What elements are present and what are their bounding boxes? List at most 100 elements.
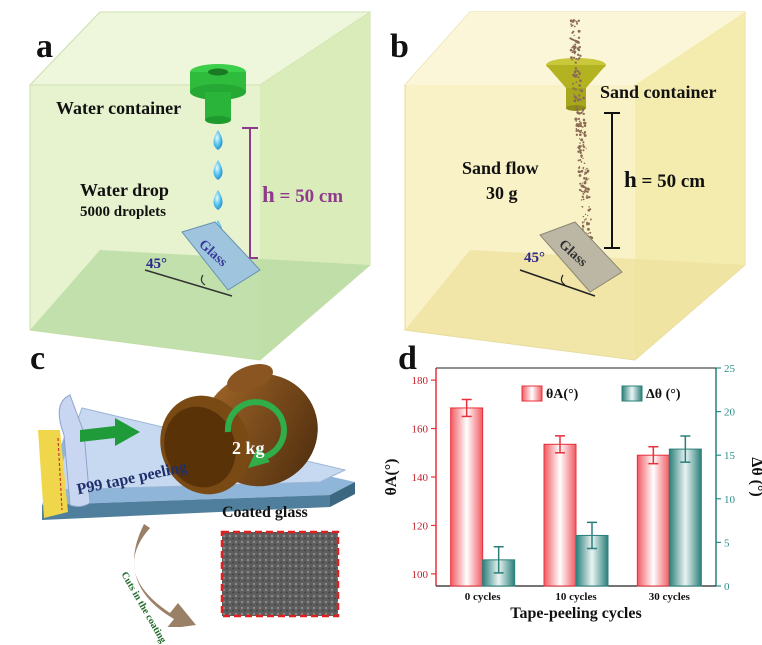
bar-thetaA (636, 454, 670, 587)
sand-grain (586, 167, 588, 170)
sand-grain (584, 189, 587, 192)
sand-grain (586, 227, 590, 231)
angle-label-b: 45° (524, 250, 545, 266)
sand-grain (576, 53, 580, 57)
sand-grain (587, 171, 589, 174)
sand-grain (572, 87, 575, 90)
sand-grain (578, 94, 581, 97)
droplet-count-label: 5000 droplets (80, 204, 166, 220)
water-container-label: Water container (56, 98, 182, 118)
sand-grain (574, 88, 577, 91)
sand-grain (580, 199, 583, 201)
sand-grain (574, 117, 578, 121)
sand-grain (583, 191, 586, 194)
sand-grain (577, 48, 581, 52)
sand-grain (580, 156, 583, 158)
sand-grain (582, 143, 585, 146)
sand-grain (581, 109, 584, 112)
sand-grain (579, 79, 582, 83)
legend-label: Δθ (°) (646, 387, 681, 402)
sand-grain (572, 50, 576, 53)
sand-grain (575, 106, 578, 109)
sand-grain (583, 132, 586, 135)
sand-grain (588, 178, 590, 180)
sand-grain (582, 198, 585, 201)
right-axis-title: Δθ (°) (748, 457, 762, 496)
sand-grain (587, 187, 590, 191)
sand-grain (582, 96, 585, 100)
sand-grain (587, 232, 589, 235)
sand-grain (580, 145, 583, 147)
sand-grain (576, 22, 578, 25)
sand-grain (576, 69, 579, 73)
sand-grain (579, 159, 582, 161)
sand-grain (586, 190, 589, 194)
sand-grain (581, 221, 584, 224)
sand-grain (574, 74, 578, 78)
sand-grain (573, 71, 576, 74)
height-marker-b (604, 112, 620, 249)
left-tick-label: 160 (412, 424, 429, 436)
sand-grain (569, 48, 573, 52)
sand-grain (572, 75, 576, 78)
sand-grain (575, 57, 578, 60)
legend-swatch (621, 385, 643, 402)
water-drop-label: Water drop (80, 180, 169, 200)
sand-grain (582, 126, 584, 128)
sand-grain (582, 118, 586, 122)
left-tick-label: 140 (412, 472, 429, 484)
sand-grain (575, 120, 577, 122)
sand-grain (578, 84, 581, 87)
right-tick-label: 5 (724, 537, 730, 549)
sand-grain (573, 95, 577, 98)
right-tick-label: 15 (724, 450, 736, 462)
sand-grain (581, 195, 584, 198)
sand-grain (577, 170, 581, 174)
sand-grain (578, 138, 581, 140)
sand-stream (569, 18, 594, 246)
sand-grain (577, 124, 580, 128)
figure-artwork (28, 11, 746, 627)
sand-grain (577, 146, 581, 149)
sand-grain (579, 122, 582, 125)
sand-grain (582, 168, 584, 170)
sand-grain (577, 58, 580, 61)
legend-label: θA(°) (546, 387, 579, 402)
water-container (190, 64, 246, 124)
sand-grain (571, 31, 574, 34)
sand-grain (579, 189, 582, 191)
sand-grain (574, 20, 576, 22)
sand-grain (579, 54, 582, 57)
sand-grain (586, 223, 588, 226)
sand-grain (571, 47, 573, 49)
sand-mass-label: 30 g (486, 183, 518, 203)
sand-grain (574, 67, 578, 70)
sand-grain (569, 19, 573, 23)
sand-grain (579, 182, 582, 185)
sand-grain (571, 82, 575, 85)
sand-grain (575, 127, 578, 130)
sand-grain (585, 178, 588, 181)
sand-grain (589, 196, 591, 198)
sand-grain (578, 77, 580, 79)
sand-grain (588, 206, 590, 208)
sand-grain (577, 150, 580, 153)
left-tick-label: 100 (412, 569, 429, 581)
coating-micrograph (220, 530, 340, 618)
sand-grain (580, 154, 583, 157)
weight-label: 2 kg (232, 438, 265, 458)
sand-grain (578, 166, 581, 168)
sand-container-label: Sand container (600, 82, 717, 102)
sand-grain (584, 171, 588, 175)
height-label-a: h = 50 cm (262, 182, 344, 207)
sand-grain (580, 138, 584, 142)
sand-grain (575, 133, 579, 136)
sand-grain (579, 130, 582, 133)
sand-grain (573, 99, 577, 103)
sand-grain (576, 99, 580, 102)
sand-grain (575, 97, 577, 100)
coated-glass-label: Coated glass (222, 504, 308, 521)
legend-swatch (521, 385, 543, 402)
sand-grain (582, 190, 585, 193)
